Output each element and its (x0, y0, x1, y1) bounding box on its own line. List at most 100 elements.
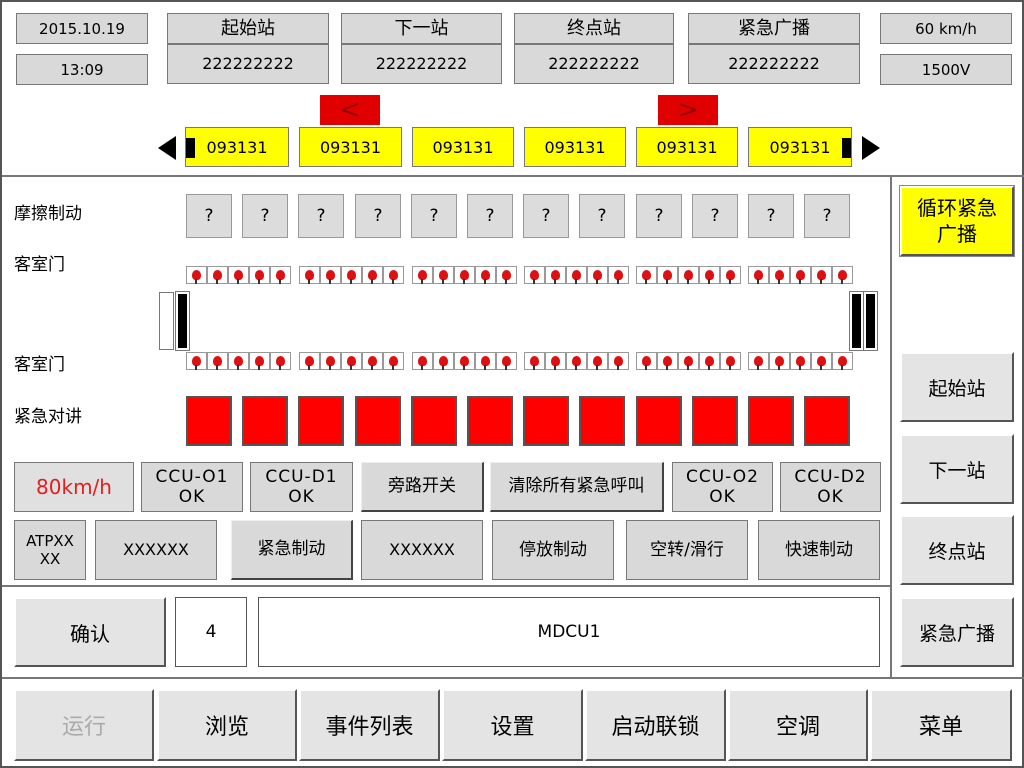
direction-right-indicator: > (658, 95, 718, 125)
next-station-value: 222222222 (341, 44, 502, 84)
door-status-icon (249, 266, 270, 284)
door-status-icon (748, 352, 769, 370)
divider (2, 175, 1024, 177)
cab-icon (842, 138, 851, 158)
emergency-intercom-indicator[interactable] (298, 396, 344, 446)
door-label-lower: 客室门 (14, 355, 65, 375)
emergency-broadcast-button[interactable]: 紧急广播 (900, 597, 1014, 667)
train-right-arrow-icon (862, 136, 880, 160)
emergency-intercom-indicator[interactable] (579, 396, 625, 446)
door-status-icon (383, 352, 404, 370)
emergency-intercom-label: 紧急对讲 (14, 407, 82, 427)
door-alarm-icon (663, 270, 672, 284)
door-alarm-icon (347, 356, 356, 370)
door-alarm-icon (276, 270, 285, 284)
start-station-button[interactable]: 起始站 (900, 352, 1014, 422)
friction-brake-status: ? (579, 194, 625, 238)
door-status-icon (207, 266, 228, 284)
emergency-brake-button[interactable]: 紧急制动 (231, 520, 353, 580)
door-status-icon (608, 266, 629, 284)
door-status-icon (186, 352, 207, 370)
door-alarm-icon (213, 270, 222, 284)
friction-brake-status: ? (242, 194, 288, 238)
nav-event-list-button[interactable]: 事件列表 (299, 689, 440, 761)
nav-menu-button[interactable]: 菜单 (870, 689, 1012, 761)
terminal-station-button[interactable]: 终点站 (900, 515, 1014, 585)
door-alarm-icon (460, 270, 469, 284)
emergency-intercom-indicator[interactable] (242, 396, 288, 446)
door-status-icon (362, 352, 383, 370)
door-alarm-icon (502, 356, 511, 370)
next-station-button[interactable]: 下一站 (900, 434, 1014, 504)
door-status-icon (811, 352, 832, 370)
emergency-intercom-indicator[interactable] (467, 396, 513, 446)
friction-brake-status: ? (692, 194, 738, 238)
friction-brake-status: ? (186, 194, 232, 238)
nav-browse-button[interactable]: 浏览 (157, 689, 297, 761)
car-6: 093131 (748, 127, 852, 167)
door-alarm-icon (726, 356, 735, 370)
direction-left-indicator: < (320, 95, 380, 125)
door-alarm-icon (389, 270, 398, 284)
date-display: 2015.10.19 (16, 13, 148, 44)
door-status-icon (412, 266, 433, 284)
emergency-intercom-indicator[interactable] (748, 396, 794, 446)
clear-emergency-calls-button[interactable]: 清除所有紧急呼叫 (490, 462, 664, 512)
door-alarm-icon (796, 356, 805, 370)
door-status-icon (433, 352, 454, 370)
car-3: 093131 (412, 127, 514, 167)
ccu-o2-name: CCU-O2 (686, 466, 759, 487)
door-alarm-icon (775, 356, 784, 370)
door-status-icon (678, 266, 699, 284)
emergency-broadcast-label: 紧急广播 (688, 13, 860, 44)
door-alarm-icon (642, 356, 651, 370)
door-alarm-icon (817, 270, 826, 284)
emergency-intercom-indicator[interactable] (804, 396, 850, 446)
device-name-field: MDCU1 (258, 597, 880, 667)
friction-brake-status: ? (636, 194, 682, 238)
door-status-icon (320, 266, 341, 284)
door-alarm-icon (593, 270, 602, 284)
door-status-icon (566, 266, 587, 284)
start-station-value: 222222222 (167, 44, 329, 84)
door-alarm-icon (754, 356, 763, 370)
door-status-icon (412, 352, 433, 370)
ccu-d2-status: CCU-D2 OK (780, 462, 881, 512)
train-left-arrow-icon (158, 136, 176, 160)
loop-emergency-broadcast-button[interactable]: 循环紧急广播 (899, 185, 1015, 257)
ccu-d2-name: CCU-D2 (794, 466, 867, 487)
nav-run-button[interactable]: 运行 (14, 689, 154, 761)
door-alarm-icon (326, 356, 335, 370)
divider (2, 585, 890, 587)
parking-brake-status: 停放制动 (492, 520, 614, 580)
emergency-intercom-indicator[interactable] (636, 396, 682, 446)
terminal-station-label: 终点站 (514, 13, 674, 44)
emergency-intercom-indicator[interactable] (692, 396, 738, 446)
door-alarm-icon (368, 270, 377, 284)
emergency-intercom-indicator[interactable] (523, 396, 569, 446)
friction-brake-status: ? (467, 194, 513, 238)
door-status-icon (832, 266, 853, 284)
door-status-icon (636, 352, 657, 370)
door-status-icon (228, 352, 249, 370)
door-alarm-icon (255, 270, 264, 284)
emergency-intercom-indicator[interactable] (355, 396, 401, 446)
car-number: 093131 (656, 137, 718, 157)
door-alarm-icon (551, 356, 560, 370)
nav-start-interlock-button[interactable]: 启动联锁 (585, 689, 726, 761)
emergency-intercom-indicator[interactable] (186, 396, 232, 446)
ccu-o2-status: CCU-O2 OK (672, 462, 773, 512)
nav-settings-button[interactable]: 设置 (442, 689, 583, 761)
door-alarm-icon (418, 356, 427, 370)
emergency-intercom-indicator[interactable] (411, 396, 457, 446)
bypass-switch-button[interactable]: 旁路开关 (361, 462, 484, 512)
ccu-o2-state: OK (709, 487, 736, 507)
door-status-icon (270, 266, 291, 284)
nav-air-conditioning-button[interactable]: 空调 (728, 689, 868, 761)
confirm-button[interactable]: 确认 (14, 597, 166, 667)
door-alarm-icon (642, 270, 651, 284)
door-status-icon (608, 352, 629, 370)
door-alarm-icon (305, 356, 314, 370)
door-status-icon (699, 266, 720, 284)
status-field-1: XXXXXX (95, 520, 217, 580)
